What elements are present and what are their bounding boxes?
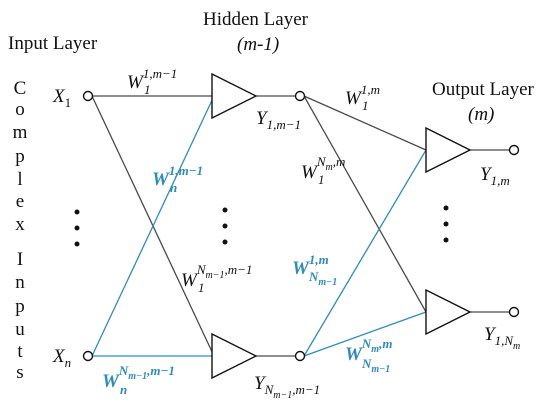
svg-text:l: l bbox=[17, 169, 22, 190]
weight-label-wn-bottom-sub: n bbox=[120, 382, 127, 397]
hidden-node-top bbox=[294, 90, 306, 102]
weight-label-w1-cross: WNm−1,m−1 bbox=[181, 262, 252, 291]
svg-text:p: p bbox=[15, 296, 25, 317]
output-neuron-bottom bbox=[425, 288, 472, 336]
output-layer-index: (m) bbox=[468, 104, 494, 125]
output-node-top bbox=[508, 144, 520, 156]
output-label-bottom: Y1,Nm bbox=[484, 324, 520, 352]
weight-label-w1-out: W1,m bbox=[345, 82, 380, 109]
weight-label-w1-outx-sub: 1 bbox=[318, 172, 325, 187]
svg-text:p: p bbox=[15, 146, 25, 167]
weight-label-w1-out-sub: 1 bbox=[362, 98, 369, 113]
weight-label-w1-top: W1,m−1 bbox=[127, 66, 177, 93]
wire-xn-to-y1 bbox=[91, 95, 215, 357]
hidden-node-bottom bbox=[294, 350, 306, 362]
svg-text:t: t bbox=[17, 341, 23, 362]
hidden-output-label-bottom: YNm−1,m−1 bbox=[254, 373, 320, 401]
weight-label-wn-top: W1,m−1 bbox=[152, 163, 203, 190]
complex-inputs-vertical-label: C o m p l e x I n p u t s bbox=[13, 78, 28, 383]
wire-yn-to-out1 bbox=[303, 149, 427, 357]
svg-text:m: m bbox=[13, 122, 28, 143]
weight-label-wN-bottom-sub: Nm−1 bbox=[361, 356, 390, 375]
ellipsis-outputs bbox=[443, 205, 449, 243]
weight-label-w1-top-sub: 1 bbox=[144, 82, 151, 97]
wire-y1-to-out1 bbox=[303, 95, 427, 151]
input-node-x1 bbox=[82, 90, 94, 102]
output-neuron-top bbox=[425, 126, 472, 174]
ellipsis-hidden bbox=[222, 207, 228, 245]
input-label-xn: Xn bbox=[52, 346, 71, 370]
weight-label-wN-up: W1,m bbox=[292, 252, 329, 279]
weight-label-wN-up-sub: Nm−1 bbox=[308, 269, 337, 288]
hidden-layer-title: Hidden Layer bbox=[203, 9, 309, 30]
svg-text:n: n bbox=[15, 272, 25, 293]
svg-text:C: C bbox=[14, 78, 27, 99]
wire-yn-to-outN bbox=[303, 311, 427, 357]
weight-label-w1-outx: WNm,m bbox=[301, 154, 345, 183]
hidden-output-label-top: Y1,m−1 bbox=[256, 108, 301, 132]
input-layer-title: Input Layer bbox=[8, 33, 98, 54]
svg-text:e: e bbox=[16, 191, 24, 212]
hidden-neuron-top bbox=[211, 72, 258, 120]
output-layer-title: Output Layer bbox=[432, 79, 535, 100]
svg-text:o: o bbox=[15, 99, 25, 120]
wire-y1-to-outN bbox=[303, 95, 427, 313]
output-node-bottom bbox=[508, 306, 520, 318]
input-node-xn bbox=[82, 350, 94, 362]
weight-label-wN-bottom: WNm,m bbox=[345, 336, 392, 365]
ellipsis-inputs bbox=[74, 209, 80, 247]
output-label-top: Y1,m bbox=[480, 164, 510, 188]
weight-label-wn-top-sub: n bbox=[170, 180, 177, 195]
svg-text:u: u bbox=[15, 319, 25, 340]
weight-label-w1-cross-sub: 1 bbox=[198, 280, 205, 295]
input-label-x1: X1 bbox=[52, 86, 71, 110]
svg-text:x: x bbox=[15, 214, 25, 235]
hidden-layer-index: (m-1) bbox=[237, 34, 279, 55]
svg-text:s: s bbox=[16, 362, 23, 383]
svg-text:I: I bbox=[17, 249, 23, 270]
hidden-neuron-bottom bbox=[211, 332, 258, 380]
weight-label-wn-bottom: WNm−1,m−1 bbox=[102, 363, 175, 392]
